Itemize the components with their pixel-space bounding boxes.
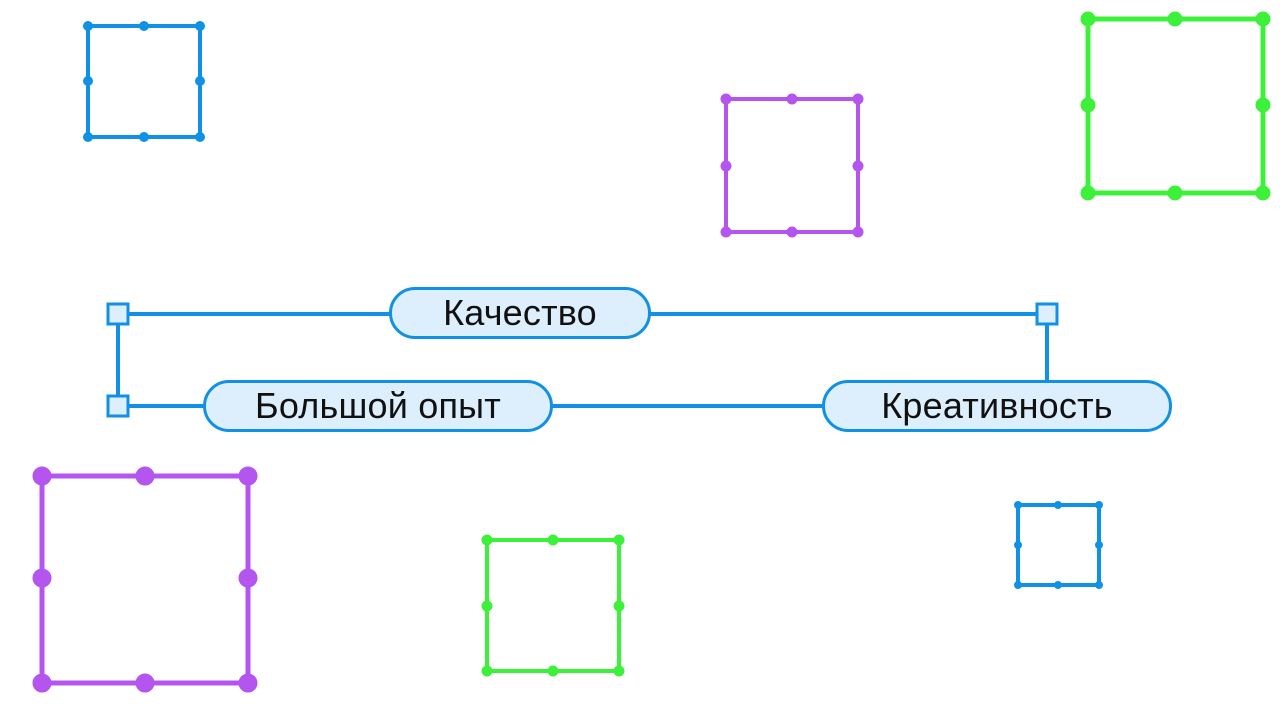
decor-square-blue-top-left (83, 21, 205, 142)
label-experience: Большой опыт (203, 380, 553, 432)
decor-square-purple-top-center (720, 93, 864, 238)
label-quality: Качество (389, 287, 651, 339)
node-handle-bottom-left (106, 394, 130, 418)
label-creativity: Креативность (822, 380, 1172, 432)
node-handles (106, 302, 1059, 418)
node-handle-top-right (1035, 302, 1059, 326)
node-handle-top-left (106, 302, 130, 326)
decor-square-green-top-right (1080, 11, 1271, 201)
decor-square-green-bottom-center (481, 534, 625, 677)
decor-square-blue-bottom-right (1014, 501, 1103, 589)
decor-square-purple-bottom-left (32, 466, 258, 693)
